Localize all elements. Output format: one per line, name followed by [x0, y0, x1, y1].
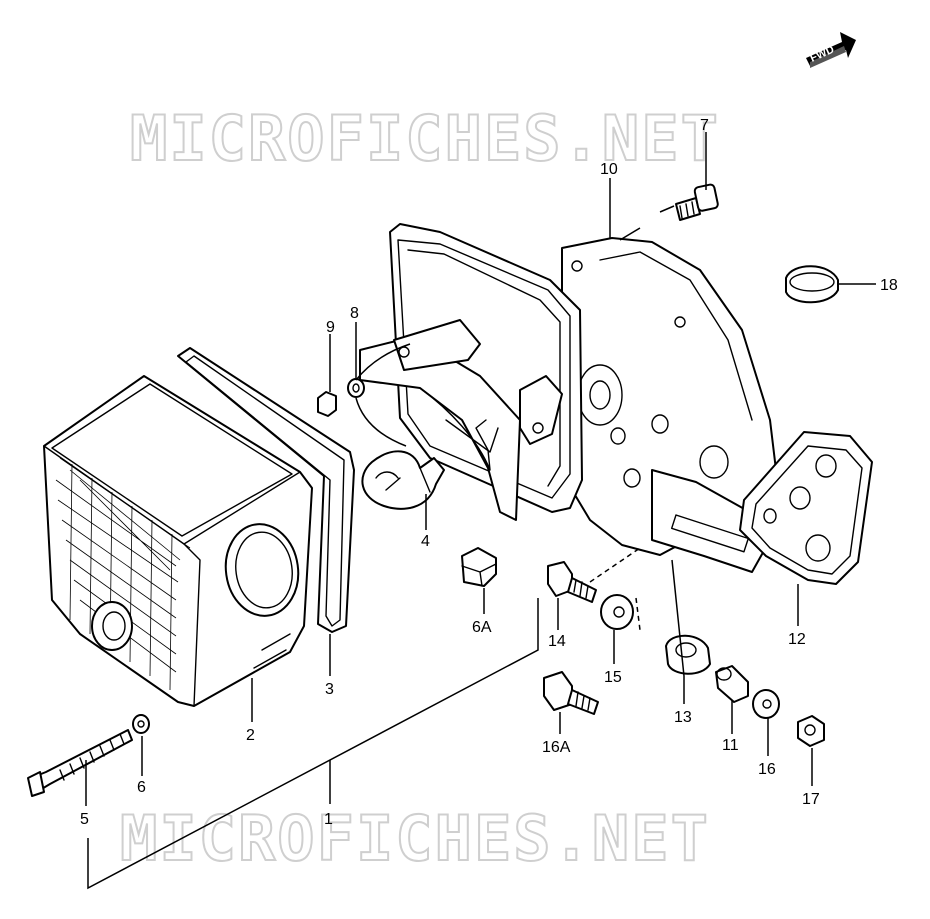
- part-7-screw: [675, 183, 719, 221]
- callout-16a: 16A: [542, 739, 571, 756]
- callout-9: 9: [326, 319, 335, 336]
- part-16-washer: [752, 689, 780, 719]
- part-5-screw: [27, 729, 133, 797]
- callout-2: 2: [246, 727, 255, 744]
- part-14-bolt: [547, 561, 597, 603]
- callout-11: 11: [722, 737, 739, 754]
- callout-5: 5: [80, 811, 89, 828]
- part-6a-cushion: [461, 547, 497, 587]
- part-11-collar: [715, 665, 749, 703]
- part-16a-bolt: [543, 671, 599, 715]
- part-3-gasket: [177, 347, 355, 633]
- callout-15: 15: [604, 669, 622, 686]
- callout-17: 17: [802, 791, 820, 808]
- callout-18: 18: [880, 277, 898, 294]
- callout-6a: 6A: [472, 619, 492, 636]
- part-12-plate: [739, 431, 873, 585]
- part-6-washer: [132, 714, 150, 734]
- callout-6: 6: [137, 779, 146, 796]
- callout-16: 16: [758, 761, 776, 778]
- part-13-grommet: [665, 634, 711, 675]
- part-15-washer: [600, 594, 634, 630]
- watermark-top: MICROFICHES.NET: [130, 102, 720, 175]
- part-10-bracket: [561, 237, 777, 573]
- callout-12: 12: [788, 631, 806, 648]
- callout-14: 14: [548, 633, 566, 650]
- part-2-tail-lamp: [43, 375, 313, 707]
- part-18-grommet: [785, 265, 839, 304]
- callout-13: 13: [674, 709, 692, 726]
- part-17-nut: [797, 715, 825, 747]
- callout-1: 1: [324, 811, 333, 828]
- leader-lines: [85, 132, 876, 890]
- part-10-housing: [359, 223, 583, 521]
- callout-10: 10: [600, 161, 618, 178]
- callout-3: 3: [325, 681, 334, 698]
- part-8-washer: [347, 378, 365, 398]
- callout-labels: 1 2 3 4 5 6 6A 7 8 9 10 11 12 13 14 15 1…: [80, 117, 898, 828]
- fwd-arrow-icon: FWD: [806, 32, 856, 68]
- watermark-bottom: MICROFICHES.NET: [120, 802, 710, 875]
- callout-4: 4: [421, 533, 430, 550]
- part-4-bulb: [361, 450, 445, 510]
- part-9-nut: [317, 391, 337, 417]
- callout-8: 8: [350, 305, 359, 322]
- callout-7: 7: [700, 117, 709, 134]
